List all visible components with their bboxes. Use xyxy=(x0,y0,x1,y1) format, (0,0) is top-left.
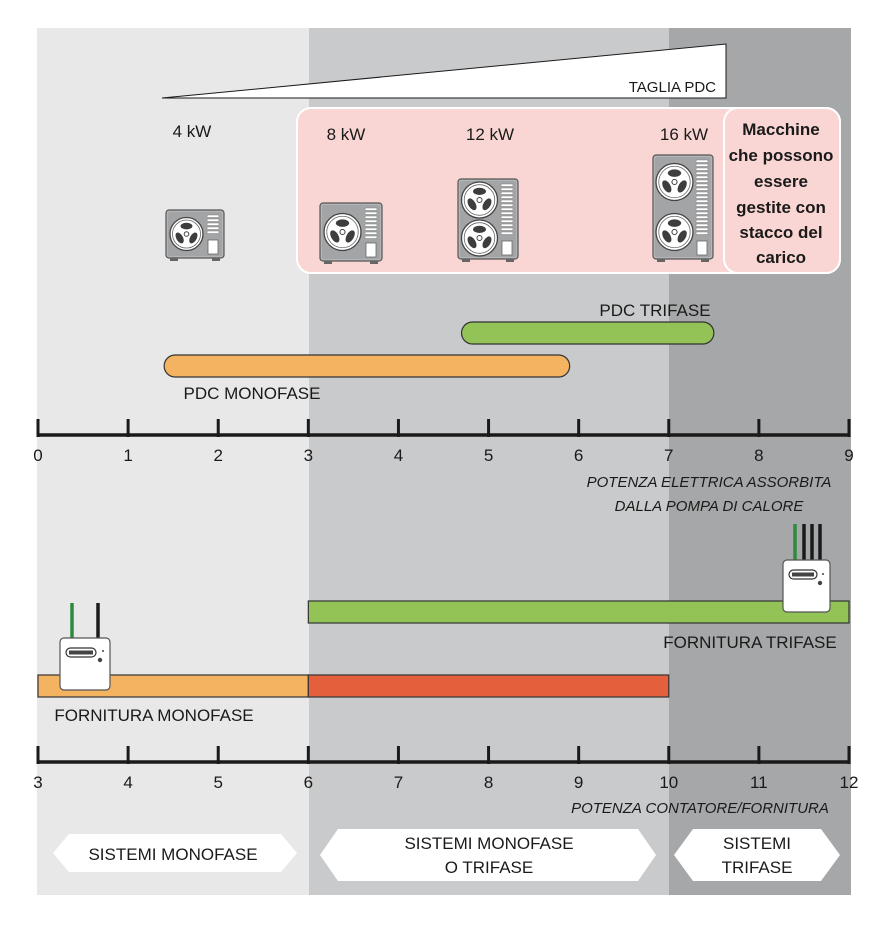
heat-pump-unit-icon xyxy=(652,154,714,262)
fornitura-trifase-bar xyxy=(307,600,850,624)
zone-arrows xyxy=(53,829,840,881)
zone-label: O TRIFASE xyxy=(445,858,534,877)
callout-line: carico xyxy=(756,248,806,267)
zone-label: SISTEMI MONOFASE xyxy=(404,834,573,853)
axis-tick-label: 7 xyxy=(394,773,403,792)
callout-line: essere xyxy=(754,172,808,191)
power-absorbed-axis: 0 1 2 3 4 5 6 7 8 9 xyxy=(33,419,854,465)
size-wedge xyxy=(161,43,727,99)
heat-pump-unit-icon xyxy=(165,209,225,261)
zone-monofase-bg xyxy=(37,28,309,895)
axis-tick-label: 12 xyxy=(840,773,859,792)
pdc-monofase-label: PDC MONOFASE xyxy=(184,384,321,403)
single-phase-meter-icon xyxy=(59,603,111,691)
callout-line: gestite con xyxy=(736,198,826,217)
unit-label-4kw: 4 kW xyxy=(173,122,212,141)
supply-power-axis: 3 4 5 6 7 8 9 10 11 12 xyxy=(33,746,858,792)
axis-tick-label: 6 xyxy=(574,446,583,465)
callout-line: stacco del xyxy=(739,223,822,242)
axis-tick-label: 0 xyxy=(33,446,42,465)
zone-label: TRIFASE xyxy=(722,858,793,877)
zone-arrow-monofase xyxy=(53,834,297,872)
heat-pump-unit-icon xyxy=(319,202,383,264)
axis-tick-label: 6 xyxy=(304,773,313,792)
axis-tick-label: 3 xyxy=(304,446,313,465)
axis-tick-label: 7 xyxy=(664,446,673,465)
axis-tick-label: 8 xyxy=(484,773,493,792)
zone-label: SISTEMI xyxy=(723,834,791,853)
axis-tick-label: 8 xyxy=(754,446,763,465)
axis-tick-label: 11 xyxy=(750,773,768,792)
axis-tick-label: 4 xyxy=(394,446,403,465)
callout-line: Macchine xyxy=(742,120,819,139)
heat-pump-units xyxy=(165,154,714,264)
axis-tick-label: 10 xyxy=(659,773,678,792)
zone-label: SISTEMI MONOFASE xyxy=(88,845,257,864)
pdc-trifase-label: PDC TRIFASE xyxy=(599,301,710,320)
axis-tick-label: 9 xyxy=(844,446,853,465)
taglia-pdc-label: TAGLIA PDC xyxy=(629,79,716,96)
axis-tick-label: 4 xyxy=(123,773,132,792)
fornitura-trifase-label: FORNITURA TRIFASE xyxy=(663,633,837,652)
axis-tick-label: 9 xyxy=(574,773,583,792)
fornitura-overlap-bar xyxy=(307,674,670,698)
axis-tick-label: 3 xyxy=(33,773,42,792)
unit-label-8kw: 8 kW xyxy=(327,125,366,144)
callout-text: Macchine che possono essere gestite con … xyxy=(729,120,834,267)
axis1-label-line: DALLA POMPA DI CALORE xyxy=(615,498,805,515)
unit-label-16kw: 16 kW xyxy=(660,125,708,144)
zone-arrow-trifase xyxy=(674,829,840,881)
zone-arrow-monofase-trifase xyxy=(320,829,656,881)
axis-tick-label: 2 xyxy=(213,446,222,465)
pdc-monofase-bar xyxy=(163,354,571,378)
axis-tick-label: 5 xyxy=(213,773,222,792)
axis-tick-label: 5 xyxy=(484,446,493,465)
pdc-trifase-bar xyxy=(460,321,715,345)
axis-tick-label: 1 xyxy=(123,446,132,465)
axis2-label: POTENZA CONTATORE/FORNITURA xyxy=(571,800,829,817)
axis1-label-line: POTENZA ELETTRICA ASSORBITA xyxy=(587,474,832,491)
three-phase-meter-icon xyxy=(782,524,831,613)
heat-pump-unit-icon xyxy=(457,178,519,262)
callout-inner-box xyxy=(723,107,841,274)
fornitura-monofase-label: FORNITURA MONOFASE xyxy=(54,706,253,725)
callout-line: che possono xyxy=(729,146,834,165)
unit-label-12kw: 12 kW xyxy=(466,125,514,144)
